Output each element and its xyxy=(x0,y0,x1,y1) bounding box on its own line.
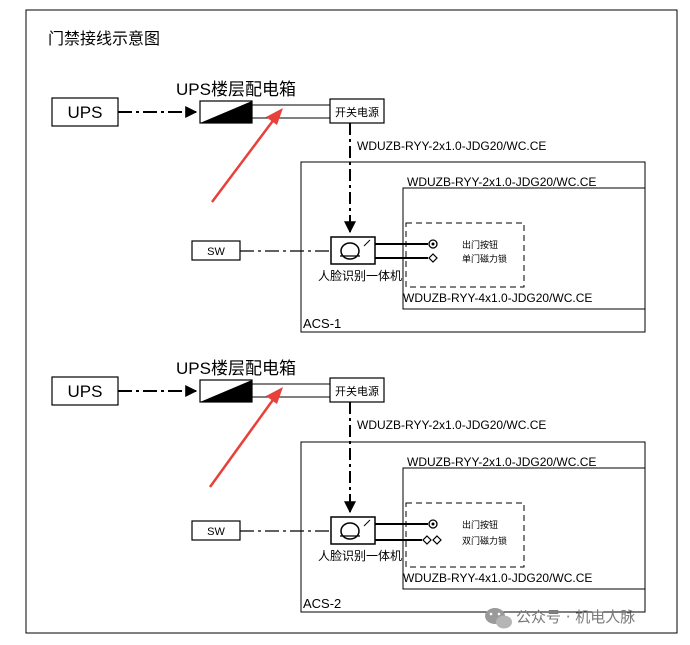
distribution-box-label: UPS楼层配电箱 xyxy=(176,80,296,99)
exit-button-label: 出门按钮 xyxy=(462,239,498,251)
device-label: 人脸识别一体机 xyxy=(318,269,402,283)
lock-icon-left xyxy=(422,535,432,545)
face-camera-icon xyxy=(340,522,360,540)
cable-top-label: WDUZB-RYY-2x1.0-JDG20/WC.CE xyxy=(357,418,546,432)
wechat-icon xyxy=(485,608,512,629)
switch-power-box xyxy=(329,98,385,124)
switch-power-label: 开关电源 xyxy=(335,105,379,119)
exit-button-icon xyxy=(428,239,438,249)
switch-power-label: 开关电源 xyxy=(335,384,379,398)
cable-inner-label: WDUZB-RYY-2x1.0-JDG20/WC.CE xyxy=(407,455,596,469)
field-device-box xyxy=(402,467,646,590)
acs-label: ACS-2 xyxy=(303,596,341,611)
lock-icon xyxy=(428,253,438,263)
diagram-title: 门禁接线示意图 xyxy=(48,29,160,48)
cable-top-label: WDUZB-RYY-2x1.0-JDG20/WC.CE xyxy=(357,139,546,153)
watermark: 公众号 · 机电人脉 xyxy=(485,608,635,629)
exit-button-label: 出门按钮 xyxy=(462,519,498,531)
distribution-box-fill xyxy=(200,101,252,123)
device-label: 人脸识别一体机 xyxy=(318,549,402,563)
cable-bottom-label: WDUZB-RYY-4x1.0-JDG20/WC.CE xyxy=(403,571,592,585)
face-camera-icon xyxy=(340,242,360,260)
ups-label: UPS xyxy=(68,382,103,401)
door-device-dashed-box xyxy=(405,222,525,288)
field-device-box xyxy=(402,187,646,310)
door-device-dashed-box xyxy=(405,502,525,568)
lock-icon-right xyxy=(432,535,442,545)
sw-label: SW xyxy=(207,246,225,258)
cable-bottom-label: WDUZB-RYY-4x1.0-JDG20/WC.CE xyxy=(403,291,592,305)
watermark-text: 公众号 · 机电人脉 xyxy=(516,608,635,626)
diagram-border xyxy=(25,9,678,634)
face-terminal-box xyxy=(330,516,376,545)
lock-label: 双门磁力锁 xyxy=(462,535,507,547)
switch-power-box xyxy=(329,377,385,403)
lock-label: 单门磁力锁 xyxy=(462,253,507,265)
cable-inner-label: WDUZB-RYY-2x1.0-JDG20/WC.CE xyxy=(407,175,596,189)
face-terminal-box xyxy=(330,236,376,265)
red-pointer-arrow xyxy=(211,117,276,203)
distribution-box-fill xyxy=(200,380,252,402)
section-acs-1: UPS UPS楼层配电箱 开关电源 WDUZB-RYY-2x1.0-JDG20/… xyxy=(51,80,646,333)
red-arrowhead xyxy=(266,387,283,404)
red-arrowhead xyxy=(266,108,283,125)
exit-button-icon xyxy=(428,519,438,529)
relay-contact-icon xyxy=(363,519,371,527)
relay-contact-icon xyxy=(363,239,371,247)
ups-label: UPS xyxy=(68,103,103,122)
section-acs-2: UPS UPS楼层配电箱 开关电源 WDUZB-RYY-2x1.0-JDG20/… xyxy=(51,359,646,613)
acs-label: ACS-1 xyxy=(303,316,341,331)
distribution-box-label: UPS楼层配电箱 xyxy=(176,359,296,378)
sw-label: SW xyxy=(207,526,225,538)
red-pointer-arrow xyxy=(208,396,277,488)
